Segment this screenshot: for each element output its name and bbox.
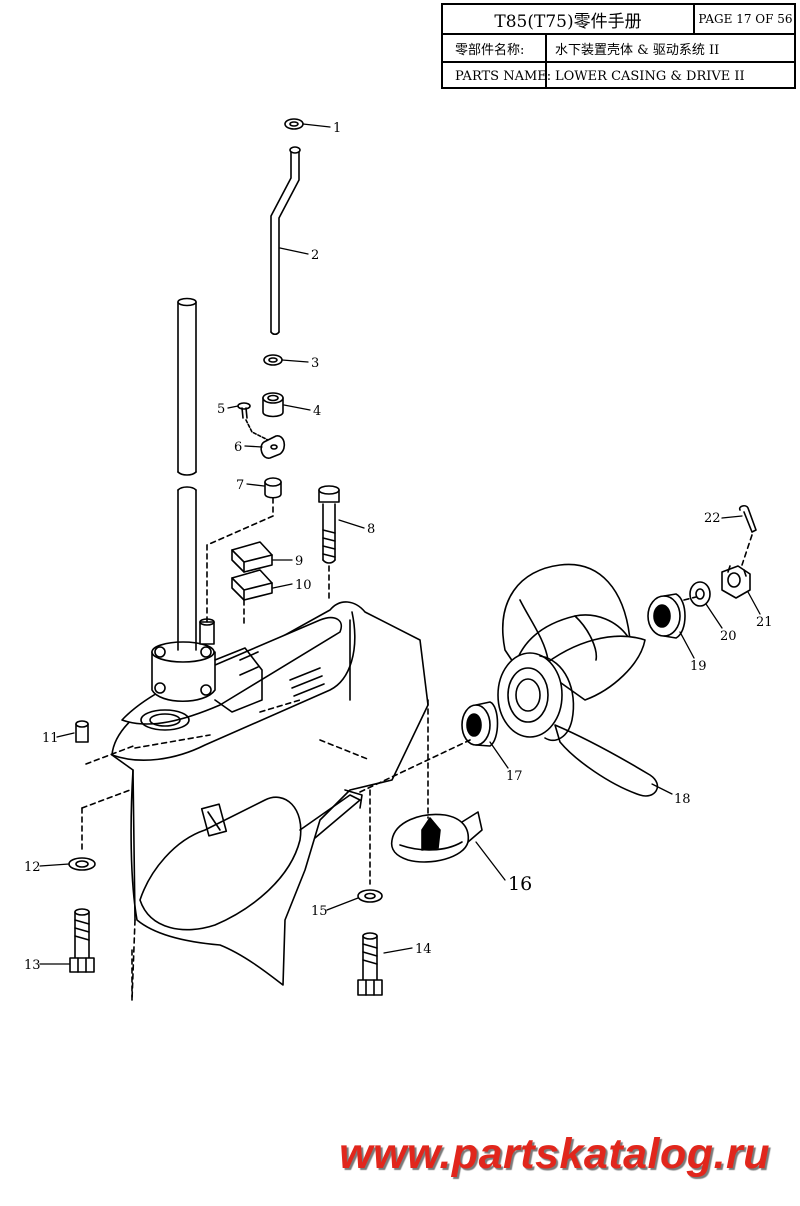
part-22-cotter-pin [738, 505, 757, 533]
part-7-seal [264, 477, 282, 499]
callout-numbers: 1 2 3 4 5 6 7 8 9 10 11 12 13 14 15 16 1… [24, 121, 773, 973]
watermark-logo: www.partskatalog.ru [339, 1130, 770, 1178]
title-block: T85(T75)零件手册 PAGE 17 OF 56 零部件名称: 水下装置壳体… [441, 3, 796, 89]
part-2-shift-rod [270, 146, 301, 336]
callout-15: 15 [311, 904, 328, 919]
part-9-anode [231, 541, 273, 573]
callout-20: 20 [720, 629, 737, 644]
page-number: PAGE 17 OF 56 [698, 12, 793, 26]
parts-name-en-row: PARTS NAME: LOWER CASING & DRIVE II [443, 63, 794, 89]
callout-9: 9 [295, 554, 303, 569]
part-21-castle-nut [721, 565, 751, 599]
part-8-bolt [318, 485, 340, 564]
callout-10: 10 [295, 578, 312, 593]
part-20-washer [689, 581, 711, 607]
part-1-grommet [284, 118, 304, 130]
callout-6: 6 [234, 440, 242, 455]
leader-lines [39, 123, 761, 965]
callout-7: 7 [236, 478, 244, 493]
part-4-bushing [262, 392, 284, 418]
part-18-propeller [497, 563, 659, 797]
part-3-washer [263, 354, 283, 366]
callout-12: 12 [24, 860, 41, 875]
callout-21: 21 [756, 615, 773, 630]
callout-16: 16 [508, 873, 532, 895]
parts-name-en-label: PARTS NAME: [443, 63, 551, 89]
callout-18: 18 [674, 792, 691, 807]
part-11-dowel-pin [75, 720, 89, 743]
callout-19: 19 [690, 659, 707, 674]
callout-17: 17 [506, 769, 523, 784]
parts-name-cn-row: 零部件名称: 水下装置壳体 & 驱动系统 II [443, 35, 794, 63]
part-16-trim-tab [390, 811, 483, 863]
part-15-washer [357, 889, 383, 903]
callout-8: 8 [367, 522, 375, 537]
parts-name-cn-label: 零部件名称: [443, 35, 547, 61]
callout-14: 14 [415, 942, 432, 957]
callout-22: 22 [704, 511, 721, 526]
part-14-bolt [357, 932, 383, 996]
parts-name-en-value: LOWER CASING & DRIVE II [555, 68, 745, 84]
callout-1: 1 [333, 121, 341, 136]
part-13-bolt [69, 908, 95, 973]
part-12-washer [68, 857, 96, 871]
callout-5: 5 [217, 402, 225, 417]
manual-title: T85(T75)零件手册 [443, 5, 695, 33]
callout-2: 2 [311, 248, 319, 263]
callout-11: 11 [42, 731, 59, 746]
lower-casing [111, 601, 429, 1001]
callout-13: 13 [24, 958, 41, 973]
drive-shaft [177, 297, 197, 651]
callout-4: 4 [313, 404, 321, 419]
part-6-retainer [260, 435, 286, 459]
part-17-thrust-washer [461, 701, 499, 747]
part-19-spacer [647, 593, 686, 639]
part-10-anode [231, 569, 273, 601]
parts-name-cn-value: 水下装置壳体 & 驱动系统 II [555, 42, 720, 58]
callout-3: 3 [311, 356, 319, 371]
title-row: T85(T75)零件手册 PAGE 17 OF 56 [443, 5, 794, 35]
